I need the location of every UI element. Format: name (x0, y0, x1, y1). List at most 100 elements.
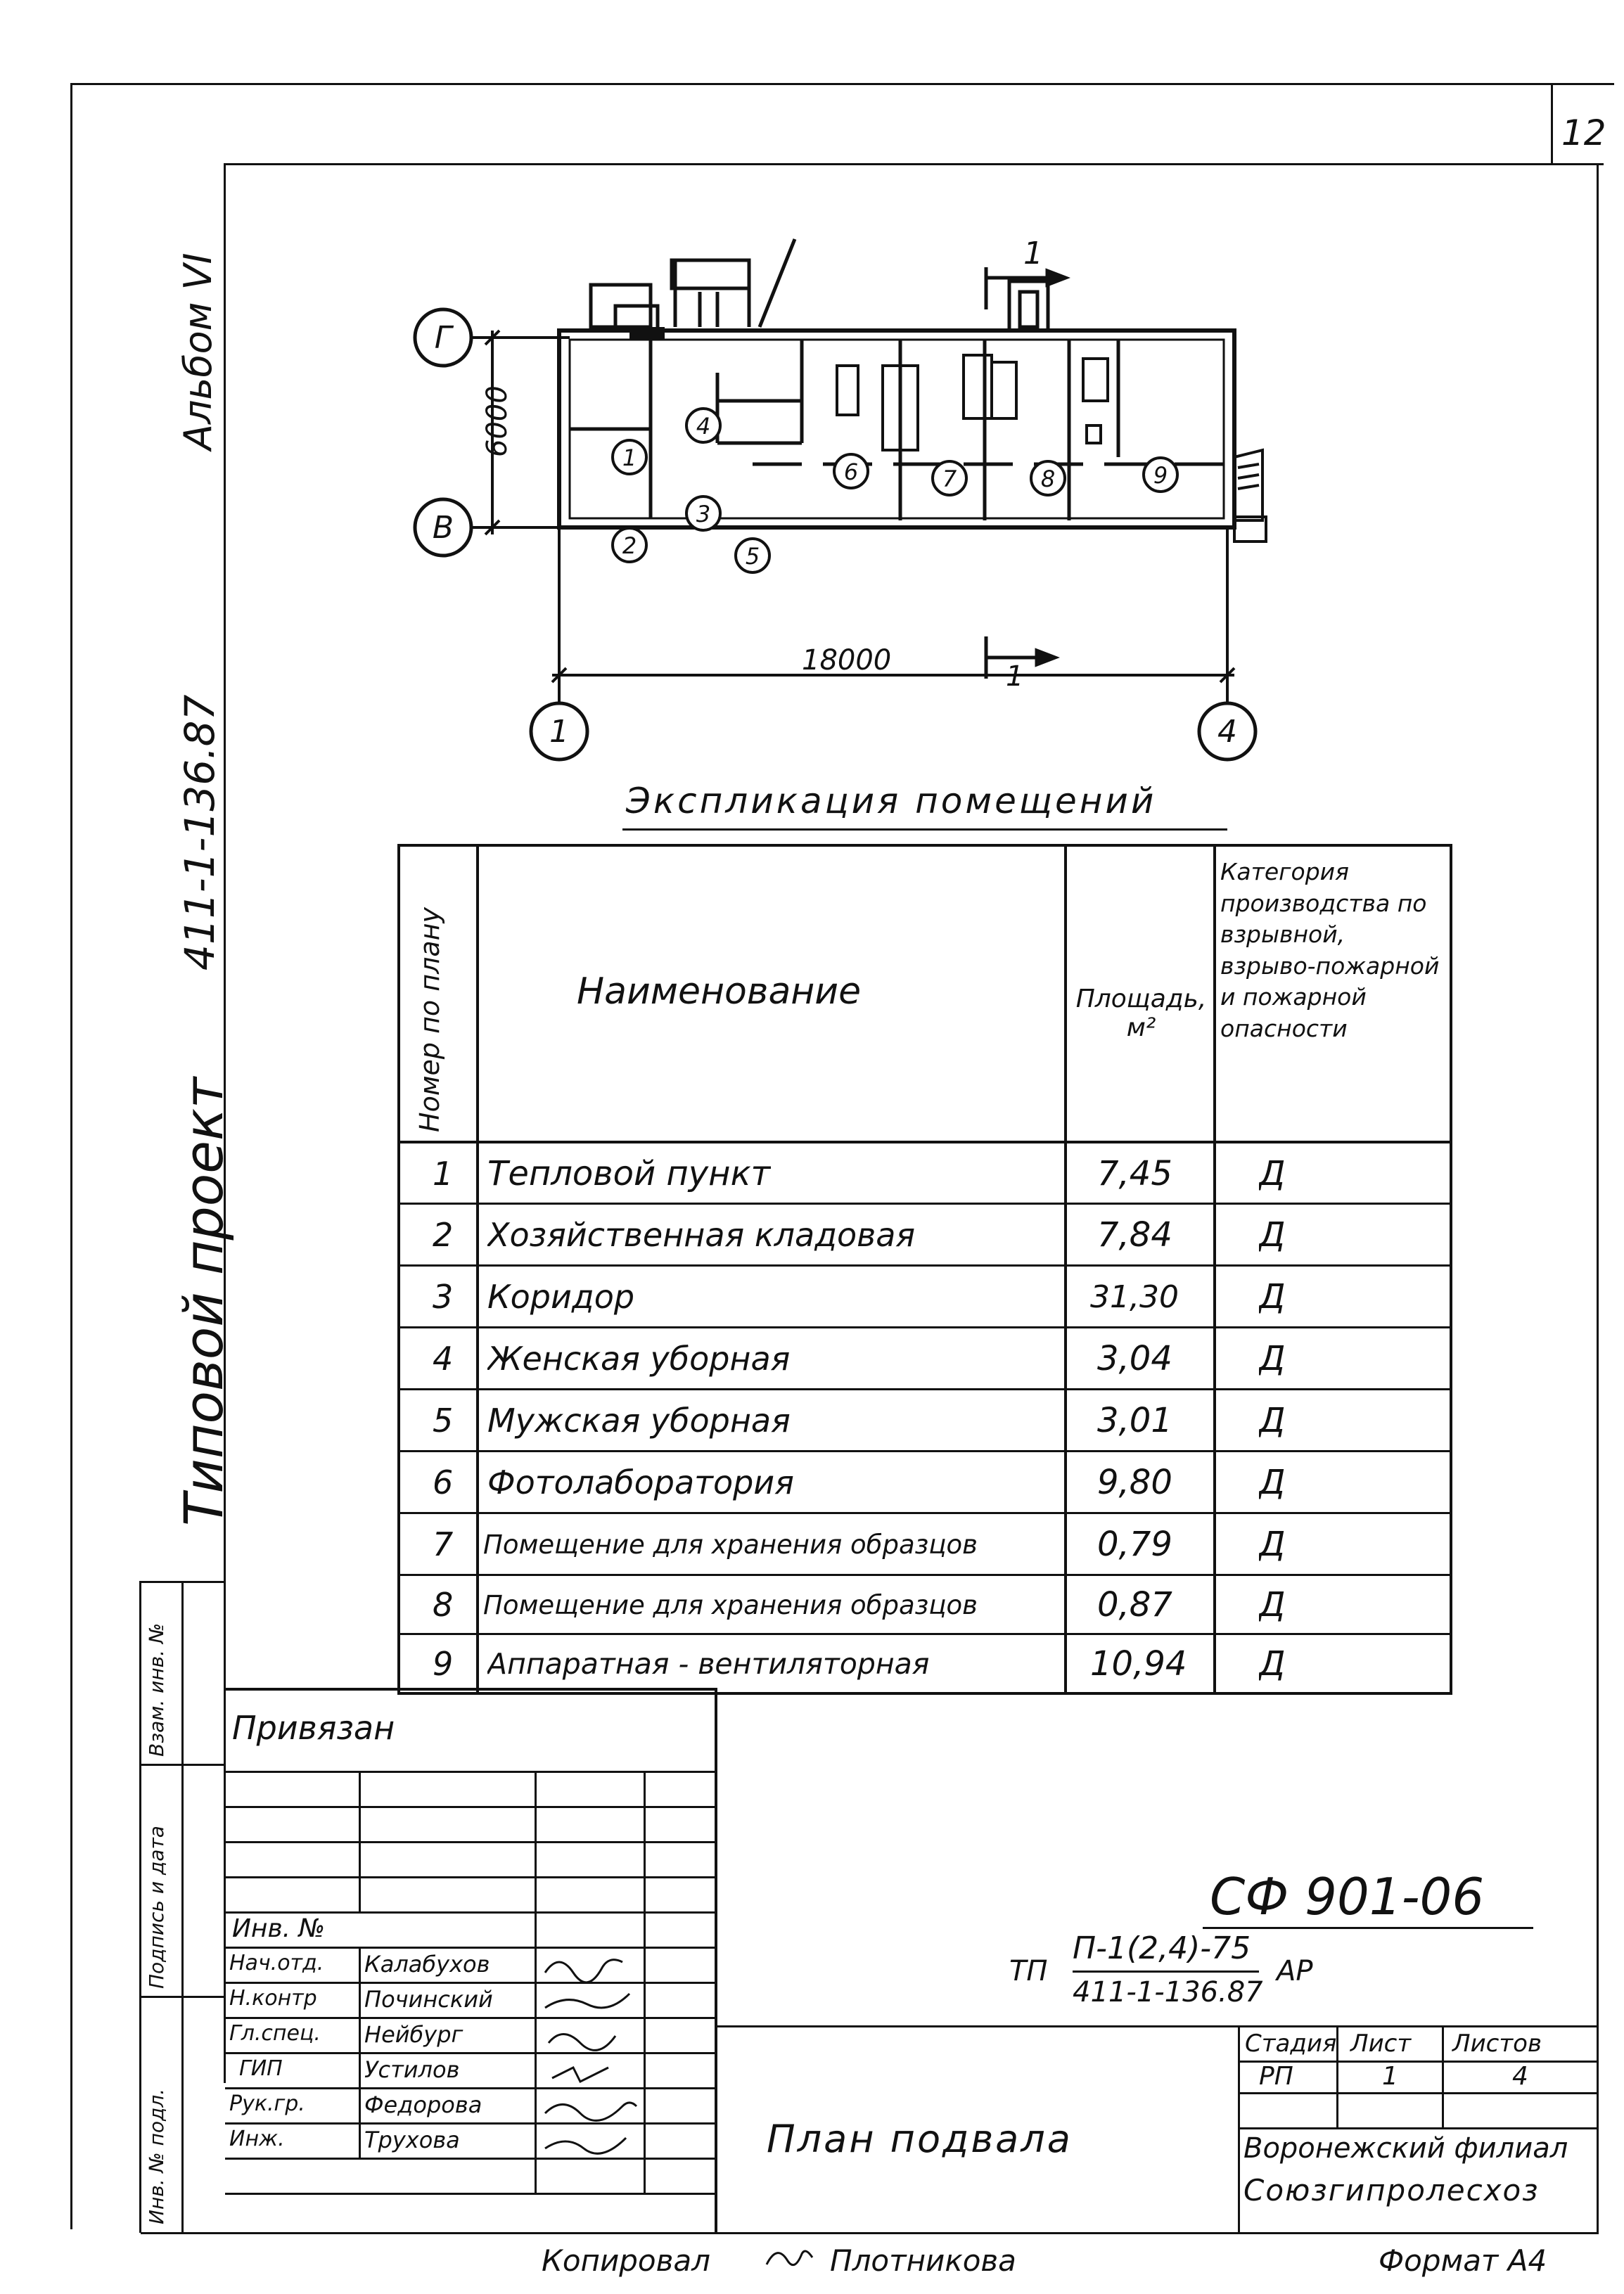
stage-value: РП (1259, 2062, 1293, 2091)
inner-frame-bottom (141, 2232, 1598, 2234)
entry-stair-right (1233, 448, 1267, 543)
row-8-cat: Д (1259, 1585, 1286, 1625)
row-2-cat: Д (1259, 1215, 1286, 1255)
row-5-area: 3,01 (1097, 1401, 1172, 1440)
sheet-header: Лист (1350, 2030, 1412, 2058)
row-2-name: Хозяйственная кладовая (487, 1216, 916, 1254)
row-4-name: Женская уборная (487, 1340, 791, 1378)
row-9-num: 9 (433, 1645, 454, 1683)
explication-title-underline (622, 828, 1227, 831)
row-1-num: 1 (433, 1155, 454, 1193)
row-2-num: 2 (433, 1216, 454, 1254)
dim-horizontal (551, 527, 1236, 710)
row-8-name: Помещение для хранения образцов (483, 1589, 978, 1620)
dim-height: 6000 (481, 385, 513, 457)
signer-name-2: Починский (364, 1986, 493, 2013)
section-label-top: 1 (1023, 236, 1043, 271)
tp-designation-bottom: 411-1-136.87 (1073, 1976, 1263, 2008)
page-number-box-left (1551, 84, 1553, 163)
row-4-cat: Д (1259, 1339, 1286, 1378)
project-title: Типовой проект (172, 1077, 235, 1526)
row-4-num: 4 (433, 1340, 454, 1378)
row-3-area: 31,30 (1090, 1279, 1179, 1315)
row-7-cat: Д (1259, 1525, 1286, 1564)
row-1-area: 7,45 (1097, 1154, 1172, 1193)
row-6-cat: Д (1259, 1463, 1286, 1502)
section-marker-top (984, 267, 1070, 309)
sheet-value: 1 (1382, 2062, 1398, 2091)
header-area: Площадь, м² (1075, 985, 1207, 1042)
row-8-area: 0,87 (1097, 1585, 1172, 1625)
row-6-area: 9,80 (1097, 1463, 1172, 1502)
inv-no-label: Инв. № (232, 1914, 326, 1943)
copier-signature-icon (765, 2250, 814, 2267)
partitions (570, 340, 1224, 520)
signer-name-6: Трухова (364, 2127, 460, 2153)
row-3-name: Коридор (487, 1278, 635, 1316)
room-number-2: 2 (622, 532, 637, 559)
sheets-header: Листов (1452, 2030, 1542, 2058)
room-markers (611, 407, 1179, 574)
header-category: Категория производства по взрывной, взры… (1220, 858, 1440, 1042)
basement-plan: 1 (413, 236, 1267, 762)
copied-by-name: Плотникова (830, 2243, 1016, 2278)
side-stamp-signature-date: Подпись и дата (145, 1826, 168, 1989)
title-block-left: Привязан Инв. № Нач.отд. Калабухов Н.кон… (225, 1688, 717, 2233)
side-stamp-inv-original: Инв. № подл. (145, 2088, 168, 2224)
header-number: Номер по плану (414, 907, 445, 1132)
signer-role-2: Н.контр (229, 1986, 317, 2011)
stage-header: Стадия (1245, 2030, 1337, 2058)
room-number-7: 7 (942, 466, 957, 492)
signatures (544, 1959, 638, 2155)
row-9-name: Аппаратная - вентиляторная (487, 1647, 930, 1681)
row-7-area: 0,79 (1097, 1525, 1172, 1564)
signer-role-4: ГИП (239, 2056, 283, 2081)
sheets-value: 4 (1512, 2062, 1528, 2091)
section-marker-bottom (984, 636, 1060, 679)
row-9-cat: Д (1259, 1644, 1286, 1684)
page-number: 12 (1561, 113, 1606, 153)
signer-role-1: Нач.отд. (229, 1951, 324, 1975)
row-1-cat: Д (1259, 1154, 1286, 1193)
row-8-num: 8 (433, 1586, 454, 1624)
room-numbers: 1 2 3 4 5 6 7 8 9 (622, 413, 1168, 570)
signer-name-4: Устилов (364, 2056, 460, 2083)
axis-label-1: 1 (549, 714, 569, 750)
row-5-name: Мужская уборная (487, 1402, 791, 1440)
signer-name-5: Федорова (364, 2091, 482, 2118)
side-stamp: Взам. инв. № Подпись и дата Инв. № подл. (139, 1581, 225, 2233)
tp-suffix: АР (1277, 1955, 1313, 1987)
row-4-area: 3,04 (1097, 1339, 1172, 1378)
axis-label-4: 4 (1217, 714, 1237, 750)
room-number-6: 6 (844, 459, 858, 485)
outer-frame-top (70, 83, 1614, 85)
inner-frame-left (224, 163, 226, 2083)
room-number-1: 1 (622, 444, 637, 471)
project-code: 411-1-136.87 (176, 694, 224, 970)
tp-prefix: ТП (1009, 1955, 1048, 1987)
tp-fraction-line (1073, 1971, 1259, 1973)
axis-bubbles (413, 307, 1258, 762)
room-number-3: 3 (696, 501, 710, 527)
row-3-num: 3 (433, 1278, 454, 1316)
copied-by-label: Копировал (542, 2243, 710, 2278)
section-label-bottom: 1 (1006, 660, 1023, 693)
inner-frame-right (1597, 163, 1599, 2234)
row-5-cat: Д (1259, 1401, 1286, 1440)
inner-frame-top (225, 163, 1604, 165)
dim-vertical (484, 329, 570, 536)
sheet-name: План подвала (767, 2117, 1073, 2161)
row-5-num: 5 (433, 1402, 454, 1440)
room-number-4: 4 (696, 413, 710, 440)
title-block-right: СФ 901-06 ТП П-1(2,4)-75 411-1-136.87 АР… (717, 1857, 1598, 2233)
outer-frame-left (70, 84, 72, 2229)
bound-label: Привязан (232, 1709, 395, 1747)
header-name: Наименование (577, 970, 862, 1013)
axis-label-v: В (433, 510, 454, 546)
dim-width: 18000 (802, 644, 891, 677)
room-number-9: 9 (1153, 462, 1168, 489)
row-6-num: 6 (433, 1463, 454, 1501)
row-2-area: 7,84 (1097, 1215, 1172, 1255)
room-number-8: 8 (1041, 466, 1055, 492)
signer-name-3: Нейбург (364, 2021, 463, 2048)
